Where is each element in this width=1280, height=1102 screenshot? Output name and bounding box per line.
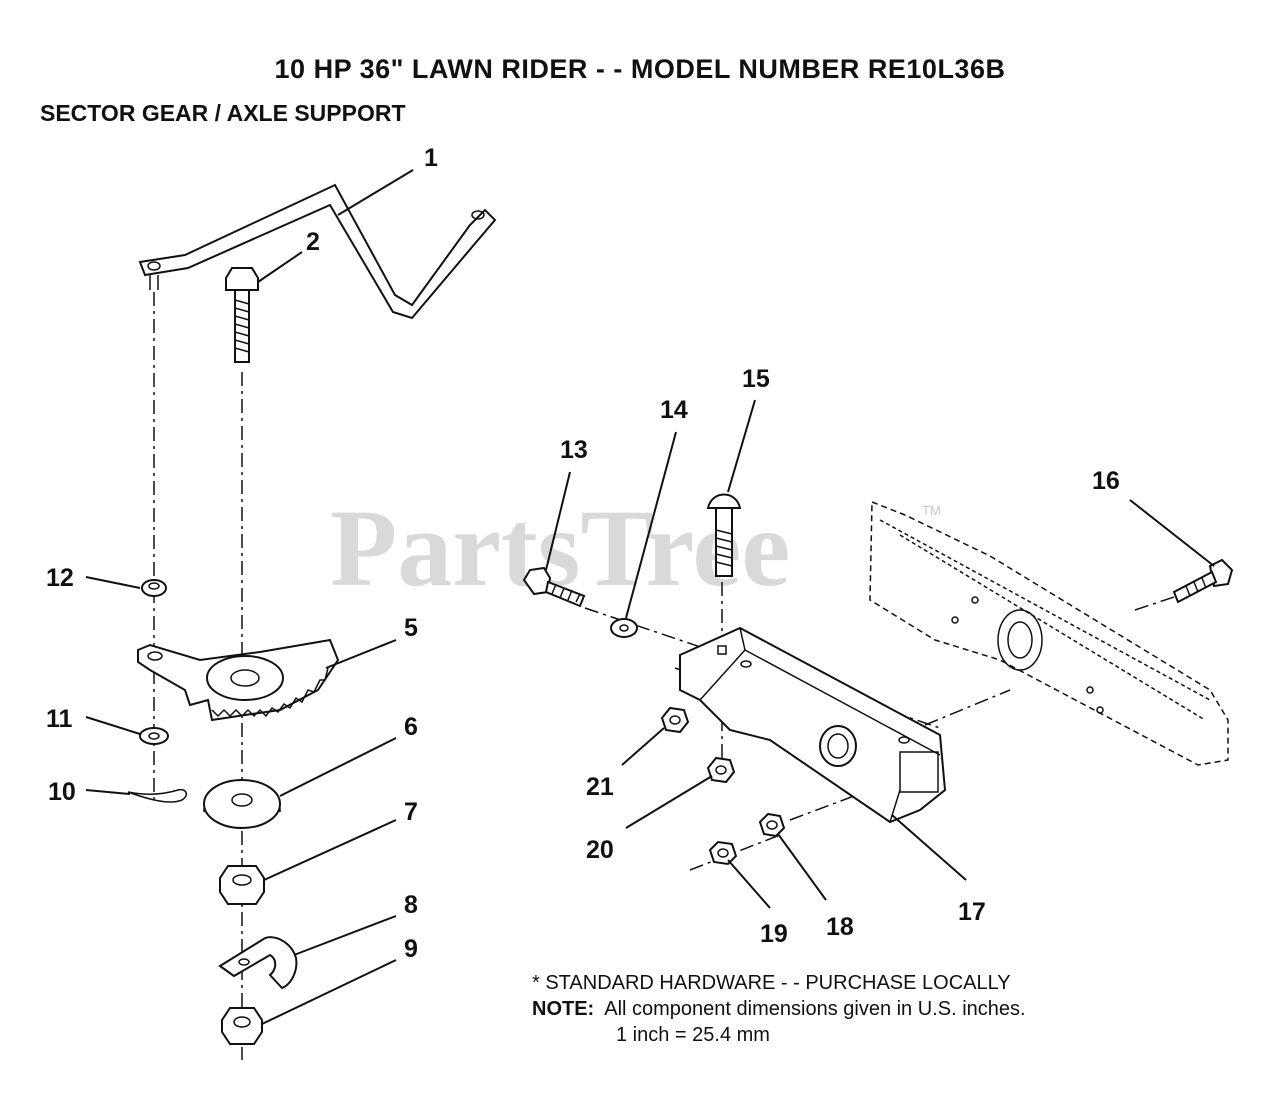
callout-12: 12 [46,564,74,592]
note-text: All component dimensions given in U.S. i… [604,998,1026,1020]
standard-hardware-note: * STANDARD HARDWARE - - PURCHASE LOCALLY [532,972,1011,994]
callout-6: 6 [404,713,418,741]
callout-16: 16 [1092,467,1120,495]
hex-bolt-part [225,267,259,363]
nut-20-part [706,756,736,784]
drag-link-part [138,183,497,320]
callout-10: 10 [48,778,76,806]
callout-14: 14 [660,396,688,424]
sector-gear-part [137,638,340,722]
callout-9: 9 [404,935,418,963]
callout-11: 11 [46,705,73,733]
nut-21-part [660,706,690,734]
callout-15: 15 [742,365,770,393]
callout-21: 21 [586,773,614,801]
hex-nut-7-part [219,865,265,905]
bolt-13-part [522,566,586,608]
callout-17: 17 [958,898,986,926]
frame-rail [869,500,1229,766]
callout-19: 19 [760,920,788,948]
carriage-bolt-part [706,493,742,577]
callout-1: 1 [424,144,438,172]
callout-numbers: 1 2 12 5 11 6 10 7 8 9 13 14 15 16 17 18… [46,144,1120,963]
washer-14-part [610,618,638,638]
dimension-note: NOTE: All component dimensions given in … [532,996,1026,1022]
note-label: NOTE: [532,998,595,1020]
watermark-trademark: TM [922,503,941,518]
washer-11-part [139,727,169,745]
flat-washer-6-part [203,779,281,829]
spacer-bracket-part [218,936,298,990]
nut-18-part [758,812,786,838]
callout-18: 18 [826,913,854,941]
hex-nut-9-part [221,1007,263,1045]
nut-12-part [141,579,167,597]
axle-support-part [679,626,947,824]
callout-2: 2 [306,228,320,256]
leader-lines [85,169,1215,1025]
diagram-title: 10 HP 36" LAWN RIDER - - MODEL NUMBER RE… [274,54,1006,84]
conversion-note: 1 inch = 25.4 mm [616,1024,770,1046]
cotter-pin-part [127,788,188,803]
callout-5: 5 [404,614,418,642]
section-title: SECTOR GEAR / AXLE SUPPORT [40,100,406,126]
nut-19-part [708,840,738,866]
bolt-16-part [1172,558,1234,604]
notes-block: * STANDARD HARDWARE - - PURCHASE LOCALLY… [532,970,1026,1048]
callout-8: 8 [404,891,418,919]
callout-20: 20 [586,836,614,864]
callout-13: 13 [560,436,588,464]
callout-7: 7 [404,798,418,826]
